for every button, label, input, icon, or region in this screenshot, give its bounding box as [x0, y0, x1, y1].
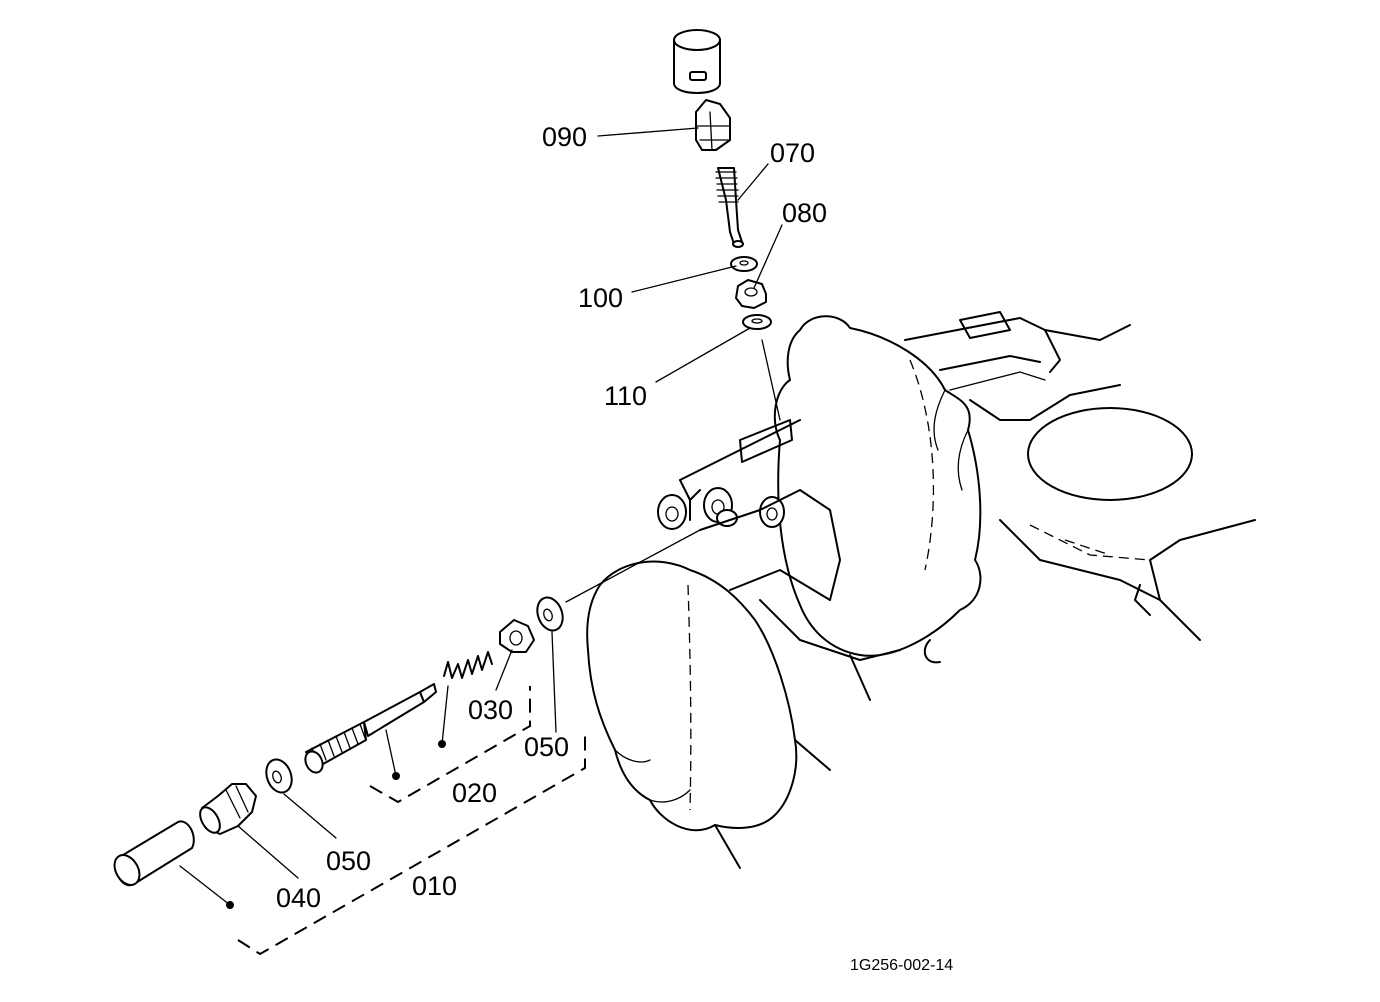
part-050-washer-upper: [536, 596, 564, 632]
label-070: 070: [770, 138, 815, 168]
part-020-adjusting-shaft: [304, 683, 437, 774]
label-110: 110: [604, 381, 647, 411]
part-090-cap-and-nut: [673, 29, 731, 151]
housing-casting: [586, 311, 1256, 869]
label-010: 010: [412, 871, 457, 901]
part-110-washer: [742, 314, 781, 421]
part-070-adjusting-screw: [715, 167, 744, 248]
label-050-lower: 050: [326, 846, 371, 876]
part-050-washer-lower: [265, 758, 293, 794]
part-040-cap-nut: [113, 783, 257, 887]
part-080-lock-nut: [735, 279, 767, 309]
label-090: 090: [542, 122, 587, 152]
part-100-washer: [730, 256, 758, 272]
label-080: 080: [782, 198, 827, 228]
label-100: 100: [578, 283, 623, 313]
label-030: 030: [468, 695, 513, 725]
reference-code: 1G256-002-14: [850, 957, 953, 974]
label-020: 020: [452, 778, 497, 808]
group-bracket-010: [237, 730, 586, 956]
assembly-axis: [565, 529, 701, 603]
leader-lines: [179, 127, 783, 909]
part-030-nut: [499, 619, 535, 653]
spring: [443, 651, 493, 679]
label-050-upper: 050: [524, 732, 569, 762]
label-040: 040: [276, 883, 321, 913]
group-bracket-020: [369, 686, 531, 804]
